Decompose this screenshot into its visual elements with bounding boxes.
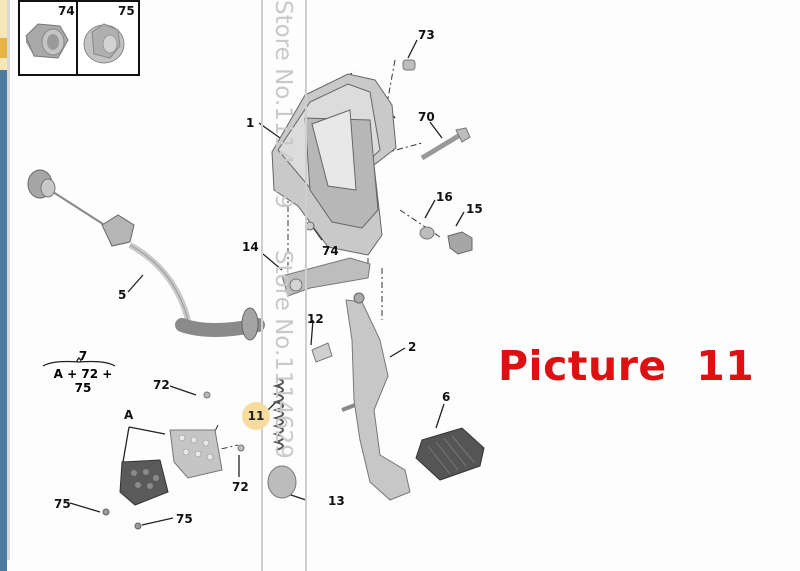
callout-5: 5: [118, 288, 127, 302]
background-window-accent-2: [0, 38, 7, 58]
callout-6: 6: [442, 390, 451, 404]
callout-12: 12: [307, 312, 324, 326]
assembly-drawing: [27, 0, 485, 571]
callout-74: 74: [322, 244, 339, 258]
store-watermark: Store No.1114629: [270, 0, 296, 209]
kit-formula: A + 72 + 75: [53, 367, 113, 395]
kit-number: 7: [78, 349, 88, 363]
callout-15: 15: [466, 202, 483, 216]
callout-73: 73: [418, 28, 435, 42]
inset-label-74: 74: [58, 4, 75, 18]
inset-nut-icons: [25, 23, 125, 64]
callout-1: 1: [246, 116, 255, 130]
kit-legend: 7 A + 72 + 75: [47, 349, 119, 395]
callout-2: 2: [408, 340, 417, 354]
picture-title: Picture 11: [498, 342, 755, 390]
callout-14: 14: [242, 240, 259, 254]
inset-label-75: 75: [118, 4, 135, 18]
background-window-strip: [0, 0, 7, 571]
callout-72-top: 72: [153, 378, 170, 392]
callout-16: 16: [436, 190, 453, 204]
callout-13: 13: [328, 494, 345, 508]
highlight-badge-11: 11: [242, 402, 270, 430]
callout-75-right: 75: [176, 512, 193, 526]
parts-diagram: 74 75: [10, 0, 800, 571]
callout-A: A: [124, 408, 134, 422]
callout-75-left: 75: [54, 497, 71, 511]
window-border: [7, 0, 10, 560]
callout-70: 70: [418, 110, 435, 124]
background-window-accent: [0, 0, 7, 70]
store-watermark-2: Store No.1114629: [270, 250, 296, 459]
highlight-badge-label: 11: [247, 409, 265, 423]
inset-box: 74 75: [18, 0, 140, 76]
inset-divider: [76, 2, 78, 74]
callout-72-bottom: 72: [232, 480, 249, 494]
